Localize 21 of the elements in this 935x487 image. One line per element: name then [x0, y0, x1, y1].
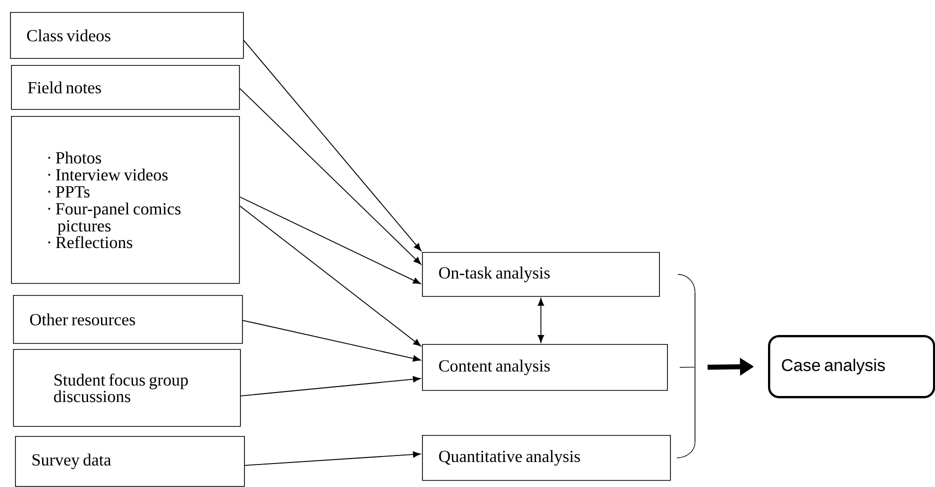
- double-arrow: [538, 298, 544, 343]
- arrow: [239, 205, 422, 346]
- arrow: [239, 196, 421, 284]
- source-list-box: · Photos · Interview videos · PPTs · Four-panel comics pictures · Reflections: [11, 116, 240, 284]
- bracket-line: [676, 442, 696, 458]
- result-box: Case analysis: [768, 335, 935, 398]
- bracket-line: [679, 366, 695, 368]
- bracket-line: [677, 274, 696, 292]
- source-box: Class videos: [10, 12, 244, 59]
- analysis-box: Quantitative analysis: [422, 435, 671, 481]
- arrow: [240, 376, 421, 396]
- source-box: Survey data: [15, 436, 245, 487]
- source-box: Field notes: [11, 65, 240, 110]
- analysis-box: On-task analysis: [422, 252, 660, 297]
- arrow: [244, 451, 421, 466]
- source-box: Student focus group discussions: [13, 349, 241, 427]
- analysis-box: Content analysis: [422, 344, 668, 391]
- arrow: [243, 40, 422, 252]
- arrow: [242, 320, 421, 362]
- arrow: [239, 88, 422, 265]
- source-box: Other resources: [13, 295, 243, 344]
